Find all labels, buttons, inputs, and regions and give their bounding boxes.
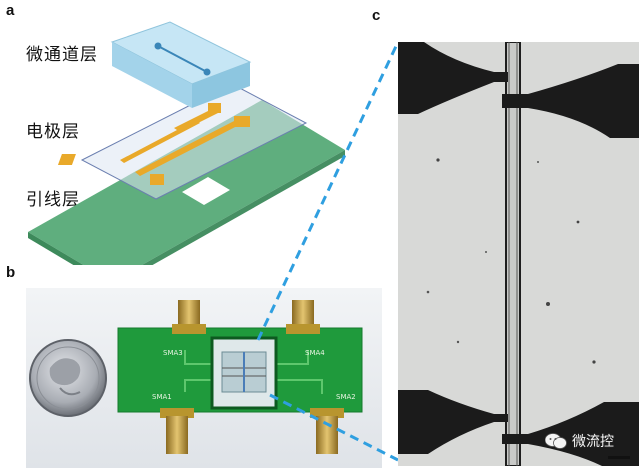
panel-label-b: b — [6, 264, 16, 281]
wechat-icon — [545, 433, 567, 449]
coin — [29, 339, 107, 417]
layer-label-microchannel: 微通道层 — [26, 45, 98, 65]
watermark: 微流控 — [545, 431, 614, 451]
panel-label-c: c — [372, 7, 381, 24]
pcb-board: SMA3 SMA4 SMA1 SMA2 — [117, 327, 363, 413]
device-photo: SMA3 SMA4 SMA1 SMA2 — [26, 288, 382, 468]
sma-connector-top-left — [172, 300, 206, 334]
sma-label-2: SMA2 — [336, 393, 356, 401]
electrode-layer-glass — [57, 83, 308, 200]
watermark-text: 微流控 — [572, 434, 614, 450]
electrode-bottom-right — [502, 402, 639, 466]
exploded-layer-diagram — [28, 21, 345, 265]
microchannel-layer-block — [110, 21, 252, 108]
layer-label-electrode: 电极层 — [26, 122, 80, 142]
electrode-bottom-left — [398, 390, 508, 454]
electrode-top-right — [502, 64, 639, 138]
panel-label-a: a — [6, 2, 15, 19]
sma-connector-bottom-left — [160, 408, 194, 454]
electrode-top-left — [398, 42, 508, 114]
sma-label-3: SMA3 — [163, 349, 183, 357]
sma-label-1: SMA1 — [152, 393, 172, 401]
microscope-image — [398, 42, 639, 466]
layer-label-wiring: 引线层 — [26, 190, 80, 210]
sma-label-4: SMA4 — [305, 349, 325, 357]
